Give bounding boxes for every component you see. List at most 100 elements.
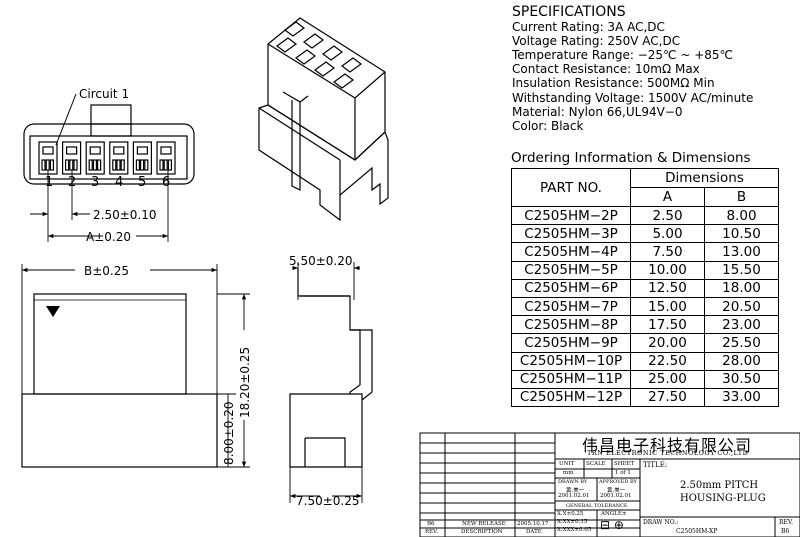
draw-no-label: DRAW NO.: — [643, 519, 679, 526]
dim-a-cell: 10.00 — [630, 260, 705, 280]
pin-contact — [42, 146, 54, 155]
rev-column-header: REV. — [425, 529, 438, 535]
unit-value: mm — [563, 470, 574, 476]
title-line-1: 2.50mm PITCH — [680, 480, 759, 491]
dim-b-cell: 33.00 — [704, 387, 779, 408]
pin-cavity — [132, 141, 152, 175]
pin-terminal — [116, 159, 121, 171]
drawn-by: 黄.美一 — [566, 488, 585, 494]
specifications-title: SPECIFICATIONS — [512, 4, 626, 20]
pitch-dimension: 2.50±0.10 — [93, 208, 157, 222]
dimensions-header: Dimensions — [630, 168, 779, 188]
sheet-label: SHEET — [614, 461, 635, 467]
dim-a-cell: 7.50 — [630, 242, 705, 262]
pin-cavity — [109, 141, 129, 175]
company-name-cn: 伟昌电子科技有限公司 — [582, 436, 753, 455]
rev-value: B6 — [781, 528, 790, 535]
pin-terminal — [64, 159, 70, 171]
title-line-2: HOUSING-PLUG — [680, 493, 766, 504]
part-number-cell: C2505HM−3P — [511, 224, 631, 244]
part-number-cell: C2505HM−10P — [511, 351, 631, 371]
spec-temperature-range: Temperature Range: −25℃ ~ +85℃ — [512, 48, 734, 62]
title-block — [419, 432, 800, 537]
side-bottom-dimension: 7.50±0.25 — [296, 494, 360, 508]
tolerance-3: X.XXX±0.05 — [557, 527, 592, 533]
part-number-cell: C2505HM−4P — [511, 242, 631, 262]
dim-b-cell: 18.00 — [704, 278, 779, 298]
tolerance-label: GENERAL TOLERANCE — [566, 503, 628, 509]
pin1-marker-icon — [46, 306, 60, 317]
pin-terminal — [45, 159, 50, 171]
part-number-cell: C2505HM−11P — [511, 369, 631, 389]
pin-cavity — [156, 141, 176, 175]
circuit-label: Circuit 1 — [79, 87, 129, 101]
height-total-dimension: 18.20±0.25 — [238, 347, 252, 418]
draw-no: C2505HM-XP — [676, 528, 718, 535]
dim-b-cell: 25.50 — [704, 333, 779, 353]
pin-contact — [65, 146, 78, 155]
spec-voltage-rating: Voltage Rating: 250V AC,DC — [512, 34, 681, 48]
b-dimension: B±0.25 — [84, 264, 129, 278]
circuit-label-group: Circuit 1 — [55, 87, 129, 146]
dim-b-cell: 28.00 — [704, 351, 779, 371]
spec-contact-resistance: Contact Resistance: 10mΩ Max — [512, 62, 700, 76]
ordering-title: Ordering Information & Dimensions — [511, 150, 751, 166]
approved-by-label: APPROVED BY — [599, 479, 637, 485]
tolerance-1: X.X±0.25 — [557, 511, 584, 517]
spec-color: Color: Black — [512, 119, 584, 133]
a-dimension: A±0.20 — [86, 230, 131, 244]
pin-terminal — [69, 159, 74, 171]
spec-withstanding-voltage: Withstanding Voltage: 1500V AC/minute — [512, 91, 754, 105]
pin-terminal — [144, 159, 149, 171]
pin-number: 5 — [138, 175, 146, 190]
unit-label: UNIT — [559, 461, 575, 467]
dim-b-cell: 23.00 — [704, 315, 779, 335]
front-view — [23, 104, 195, 185]
pin-terminal — [41, 159, 46, 171]
angle-label: ANGLE± — [601, 511, 627, 517]
pin-terminal — [73, 159, 78, 171]
pin-terminal — [112, 159, 117, 171]
part-number-cell: C2505HM−5P — [511, 260, 631, 280]
side-top-dimension: 5.50±0.20 — [289, 254, 353, 268]
spec-current-rating: Current Rating: 3A AC,DC — [512, 20, 665, 34]
part-number-cell: C2505HM−12P — [511, 387, 631, 408]
pin-number: 6 — [162, 175, 170, 190]
tolerance-2: X.XX±0.15 — [557, 519, 588, 525]
revision-date: 2005.10.17 — [517, 521, 549, 527]
dim-b-cell: 20.50 — [704, 296, 779, 317]
revision-description: NEW RELEASE — [462, 521, 506, 527]
pin-terminal — [140, 159, 145, 171]
pin-cavity — [85, 141, 105, 175]
pin-terminal — [49, 159, 55, 171]
pin-terminal — [120, 159, 125, 171]
revision-code: B6 — [427, 521, 435, 527]
drawn-by-label: DRAWN BY — [558, 479, 588, 485]
projection-symbol-icon: ⊟ ⊕ — [600, 518, 624, 532]
part-number-cell: C2505HM−2P — [511, 205, 631, 226]
pin-terminal — [92, 159, 98, 171]
pin-terminal — [96, 159, 102, 171]
pin-contact — [136, 146, 148, 155]
pin-terminal — [135, 159, 140, 171]
side-view — [289, 268, 373, 468]
spec-insulation-resistance: Insulation Resistance: 500MΩ Min — [512, 76, 715, 90]
dim-a-cell: 12.50 — [630, 278, 705, 298]
scale-label: SCALE — [586, 461, 606, 467]
dim-b-cell: 8.00 — [704, 205, 779, 226]
pin-numbers: 1 2 3 4 5 6 — [45, 175, 170, 190]
approved-by: 黄.美一 — [607, 488, 626, 494]
description-column-header: DESCRIPTION — [461, 529, 503, 535]
pin-contact — [89, 146, 101, 155]
pin-terminal — [88, 159, 93, 171]
